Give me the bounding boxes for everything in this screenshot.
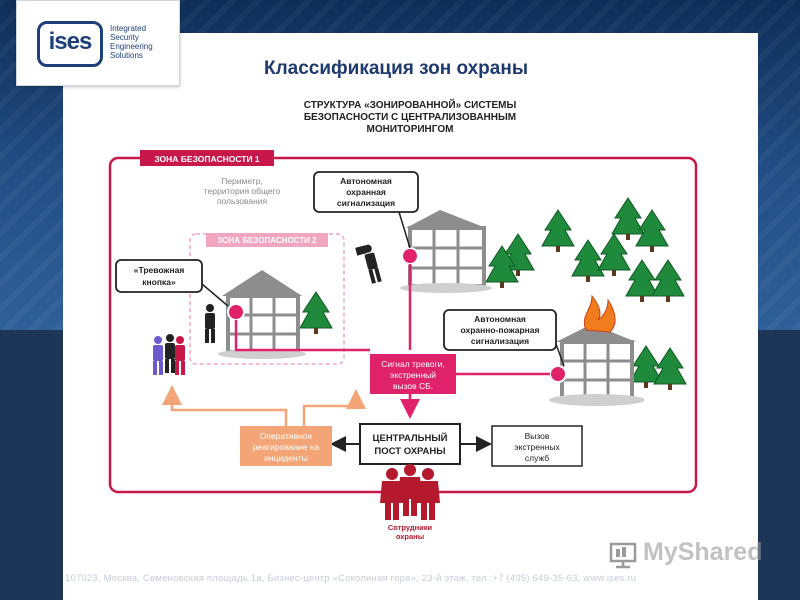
- staff-line-1: Сотрудники: [388, 523, 433, 532]
- emergency-line-2: экстренных: [514, 442, 560, 452]
- central-security-post: [359, 423, 461, 465]
- footer-address: 107023, Москва, Семеновская площадь 1а, …: [65, 573, 637, 584]
- callout-fire-line-1: Автономная: [474, 314, 526, 324]
- staff-line-2: охраны: [396, 532, 424, 541]
- alarm-signal-box: [370, 354, 456, 394]
- security-zone-1-label: ЗОНА БЕЗОПАСНОСТИ 1: [154, 154, 260, 164]
- alarm-signal-line-3: вызов СБ.: [393, 381, 433, 391]
- svg-text:пользования: пользования: [217, 196, 268, 206]
- perimeter-label: Периметр, территория общего пользования: [204, 176, 281, 206]
- emergency-line-3: служб: [525, 453, 549, 463]
- emergency-line-1: Вызов: [525, 431, 550, 441]
- callout-autonomous-line-1: Автономная: [340, 176, 392, 186]
- response-arrows: [162, 385, 366, 426]
- fire-icon: [583, 294, 616, 333]
- central-post-line-2: ПОСТ ОХРАНЫ: [374, 446, 445, 457]
- security-zone-2-tab: [206, 233, 328, 247]
- callout-autonomous-line-2: охранная: [346, 187, 386, 197]
- intruder-figure: [355, 243, 382, 284]
- security-staff-group: [380, 464, 440, 520]
- callout-panic-pointer: [201, 283, 229, 307]
- alarm-signal-lines: [234, 264, 550, 419]
- resident-figure: [205, 304, 215, 343]
- panic-button-sensor: [227, 303, 245, 321]
- ises-logo: ises Integrated Security Engineering Sol…: [16, 0, 180, 86]
- incident-response-box: [240, 426, 332, 466]
- callout-autonomous-line-3: сигнализация: [337, 198, 395, 208]
- sensor-fire-alarm: [549, 365, 567, 383]
- alarm-signal-line-1: Сигнал тревоги,: [381, 359, 444, 369]
- callout-panic-line-2: кнопка»: [142, 277, 176, 287]
- sensor-autonomous: [401, 247, 419, 265]
- visitors-group: [153, 334, 185, 375]
- myshared-watermark: MyShared: [643, 538, 763, 566]
- logo-mark: ises: [37, 21, 103, 67]
- response-line-2: реагирование на: [253, 442, 320, 452]
- callout-fire-pointer: [555, 343, 565, 367]
- central-post-line-1: ЦЕНТРАЛЬНЫЙ: [373, 432, 448, 444]
- heading-line-2: БЕЗОПАСНОСТИ С ЦЕНТРАЛИЗОВАННЫМ: [304, 112, 516, 123]
- heading-line-1: СТРУКТУРА «ЗОНИРОВАННОЙ» СИСТЕМЫ: [304, 98, 517, 111]
- callout-panic-button: [115, 259, 203, 293]
- svg-text:территория общего: территория общего: [204, 186, 281, 196]
- alarm-signal-line-2: экстренный: [390, 370, 436, 380]
- logo-tagline: Integrated Security Engineering Solution…: [110, 24, 153, 60]
- security-zones-diagram: СТРУКТУРА «ЗОНИРОВАННОЙ» СИСТЕМЫ БЕЗОПАС…: [108, 98, 698, 541]
- emergency-services-box: [491, 425, 583, 467]
- heading-line-3: МОНИТОРИНГОМ: [367, 124, 454, 135]
- myshared-logo-icon: [609, 542, 637, 569]
- callout-autonomous-alarm: [313, 171, 419, 213]
- security-zone-2-label: ЗОНА БЕЗОПАСНОСТИ 2: [217, 236, 317, 245]
- callout-fire-alarm: [443, 309, 557, 351]
- callout-panic-line-1: «Тревожная: [134, 265, 185, 275]
- diagram-heading: СТРУКТУРА «ЗОНИРОВАННОЙ» СИСТЕМЫ БЕЗОПАС…: [304, 98, 517, 135]
- slide-title: Классификация зон охраны: [264, 58, 529, 79]
- svg-text:Периметр,: Периметр,: [221, 176, 263, 186]
- response-line-1: Оперативное: [260, 431, 313, 441]
- callout-autonomous-pointer: [398, 211, 411, 249]
- callout-fire-line-3: сигнализация: [471, 336, 529, 346]
- security-zone-1-tab: [140, 150, 274, 166]
- building-fire: [549, 324, 645, 406]
- callout-fire-line-2: охранно-пожарная: [460, 325, 539, 335]
- response-line-3: инциденты: [264, 453, 307, 463]
